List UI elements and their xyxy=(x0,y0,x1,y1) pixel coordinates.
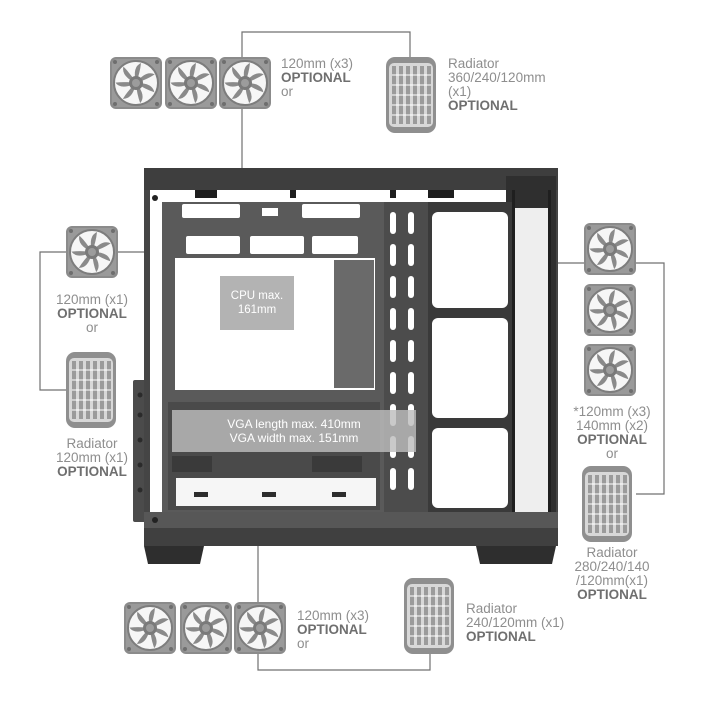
bottom-fans-label: 120mm (x3) OPTIONAL or xyxy=(297,609,369,651)
cpu-clearance-value: 161mm xyxy=(237,304,277,316)
left-fan-size: 120mm (x1) xyxy=(55,292,128,307)
right-fans-label: *120mm (x3) 140mm (x2) OPTIONAL or xyxy=(556,405,668,461)
vga-length-max: VGA length max. 410mm xyxy=(227,417,361,431)
top-fans-or: or xyxy=(281,84,294,99)
left-fan-optional: OPTIONAL xyxy=(57,306,127,321)
radiator-icon xyxy=(65,351,117,429)
bottom-fans-optional: OPTIONAL xyxy=(297,622,367,637)
bottom-radiator-size: 240/120mm (x1) xyxy=(466,615,565,630)
right-radiator-size: 280/240/140 xyxy=(574,559,650,574)
bottom-radiator-title: Radiator xyxy=(466,601,518,616)
left-radiator-size: 120mm (x1) xyxy=(55,450,128,465)
bottom-fans-size: 120mm (x3) xyxy=(297,608,370,623)
fan-icon xyxy=(583,343,637,397)
fan-icon xyxy=(65,225,119,279)
right-radiator-size2: /120mm(x1) xyxy=(575,573,648,588)
vga-width-max: VGA width max. 151mm xyxy=(229,431,359,445)
radiator-icon xyxy=(385,56,437,134)
fan-icon xyxy=(233,601,287,655)
right-radiator-optional: OPTIONAL xyxy=(577,587,647,602)
top-radiator-optional: OPTIONAL xyxy=(448,98,518,113)
top-fans-optional: OPTIONAL xyxy=(281,70,351,85)
top-radiator-label: Radiator 360/240/120mm (x1) OPTIONAL xyxy=(448,57,546,113)
vga-clearance-label: VGA length max. 410mm VGA width max. 151… xyxy=(172,417,416,445)
right-fans-size-120: *120mm (x3) xyxy=(573,404,651,419)
fan-icon xyxy=(109,56,163,110)
top-fans-size: 120mm (x3) xyxy=(281,56,354,71)
right-fans-optional: OPTIONAL xyxy=(577,432,647,447)
fan-icon xyxy=(583,283,637,337)
right-fans-or: or xyxy=(605,446,618,461)
radiator-icon xyxy=(403,577,455,655)
top-radiator-size: 360/240/120mm xyxy=(448,70,546,85)
bottom-radiator-label: Radiator 240/120mm (x1) OPTIONAL xyxy=(466,602,564,644)
cpu-clearance-label: CPU max. 161mm xyxy=(220,289,294,317)
left-fan-or: or xyxy=(85,320,98,335)
bottom-fans-or: or xyxy=(297,636,310,651)
left-fan-label: 120mm (x1) OPTIONAL or xyxy=(36,293,148,335)
fan-icon xyxy=(583,222,637,276)
fan-icon xyxy=(218,56,272,110)
right-radiator-title: Radiator xyxy=(586,545,638,560)
fan-icon xyxy=(179,601,233,655)
fan-icon xyxy=(164,56,218,110)
left-radiator-label: Radiator 120mm (x1) OPTIONAL xyxy=(36,437,148,479)
pc-case xyxy=(133,168,558,564)
cpu-clearance-title: CPU max. xyxy=(230,290,284,302)
left-radiator-optional: OPTIONAL xyxy=(57,464,127,479)
top-radiator-count: (x1) xyxy=(448,84,472,99)
right-radiator-label: Radiator 280/240/140 /120mm(x1) OPTIONAL xyxy=(556,546,668,602)
bottom-radiator-optional: OPTIONAL xyxy=(466,629,536,644)
left-radiator-title: Radiator xyxy=(66,436,118,451)
radiator-icon xyxy=(581,465,633,543)
right-fans-size-140: 140mm (x2) xyxy=(575,418,648,433)
top-radiator-title: Radiator xyxy=(448,56,500,71)
fan-icon xyxy=(123,601,177,655)
top-fans-label: 120mm (x3) OPTIONAL or xyxy=(281,57,353,99)
